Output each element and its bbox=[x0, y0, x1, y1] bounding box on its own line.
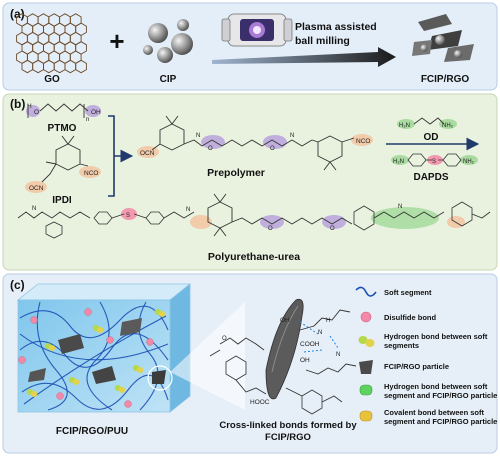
dapds-nh2-group: NH₂ bbox=[463, 159, 475, 165]
prepolymer-ocn-group: OCN bbox=[140, 150, 155, 157]
prepolymer-label: Prepolymer bbox=[207, 167, 265, 179]
rgo-particle-zoom bbox=[265, 298, 304, 400]
prepolymer-n-atom-2: N bbox=[290, 133, 294, 139]
panel-c-tag: (c) bbox=[10, 278, 25, 292]
ipdi-label: IPDI bbox=[52, 195, 72, 206]
od-structure: H₂N NH₂ bbox=[397, 117, 457, 129]
oh-group-1: OH bbox=[280, 317, 290, 324]
cooh-group: COOH bbox=[300, 341, 320, 348]
panel-a: (a) GO + CIP Plasma assisted ball millin… bbox=[2, 2, 498, 91]
ipdi-nco-group: NCO bbox=[84, 170, 98, 177]
puu-n-atom-3: N bbox=[398, 204, 402, 210]
go-label: GO bbox=[44, 74, 60, 85]
reaction-bracket-arrow bbox=[108, 115, 130, 197]
puu-o-atom-1: O bbox=[268, 226, 273, 232]
ptmo-oh-group: OH bbox=[91, 109, 101, 116]
puu-label: Polyurethane-urea bbox=[208, 251, 300, 263]
bond-markers bbox=[18, 308, 166, 408]
carbonyl-iron-powder-icon bbox=[143, 19, 193, 63]
zoom-cone bbox=[170, 302, 245, 410]
soft-hydrogen-bond-icon bbox=[358, 336, 375, 347]
crosslink-caption-line-1: Cross-linked bonds formed by bbox=[219, 420, 357, 431]
legend-particle: FCIP/RGO particle bbox=[384, 362, 449, 371]
hooc-group: HOOC bbox=[250, 399, 270, 406]
fcip-rgo-label: FCIP/RGO bbox=[421, 74, 470, 85]
dapds-h2n-group: H₂N bbox=[393, 159, 404, 165]
legend-particle-covalent-line-2: segment and FCIP/RGO particle bbox=[384, 417, 497, 426]
process-line-2: ball milling bbox=[295, 35, 350, 47]
puu-o-atom-2: O bbox=[330, 226, 335, 232]
legend-particle-covalent-line-1: Covalent bond between soft bbox=[384, 408, 485, 417]
legend-soft-hbond-line-2: segments bbox=[384, 341, 419, 350]
graphene-oxide-sheet-icon bbox=[16, 13, 87, 74]
ptmo-n-subscript: n bbox=[86, 117, 89, 123]
legend-particle-hbond-line-1: Hydrogen bond between soft bbox=[384, 382, 488, 391]
puu-s-atom: S bbox=[126, 213, 130, 219]
process-arrow bbox=[212, 47, 396, 67]
prepolymer-nco-group: NCO bbox=[356, 138, 370, 145]
ptmo-o-atom: O bbox=[34, 109, 39, 116]
prepolymer-o-atom-1: O bbox=[208, 146, 213, 152]
panel-a-tag: (a) bbox=[10, 7, 25, 21]
ipdi-ocn-group: OCN bbox=[29, 185, 44, 192]
od-nh2-group: NH₂ bbox=[442, 123, 454, 129]
prepolymer-n-atom-1: N bbox=[196, 133, 200, 139]
soft-segment-network bbox=[19, 301, 169, 411]
oh-group-2: OH bbox=[300, 357, 310, 364]
disulfide-bond-icon bbox=[360, 311, 372, 323]
dapds-label: DAPDS bbox=[413, 172, 448, 183]
soft-segment-icon bbox=[355, 286, 377, 297]
composite-cube-illustration bbox=[16, 283, 192, 413]
puu-n-atom-1: N bbox=[32, 206, 36, 212]
od-h2n-group: H₂N bbox=[399, 123, 410, 129]
dapds-s-atom: S bbox=[432, 159, 436, 165]
composite-label: FCIP/RGO/PUU bbox=[56, 426, 128, 437]
dapds-structure: H₂N S NH₂ bbox=[391, 153, 478, 167]
legend-disulfide: Disulfide bond bbox=[384, 313, 436, 322]
zoom-h-atom: H bbox=[326, 318, 330, 324]
od-label: OD bbox=[424, 132, 439, 143]
puu-n-atom-2: N bbox=[186, 207, 190, 213]
zoom-o-atom: O bbox=[222, 336, 227, 342]
process-line-1: Plasma assisted bbox=[295, 21, 377, 33]
panel-b-tag: (b) bbox=[10, 97, 25, 111]
zoom-n-atom-2: N bbox=[336, 352, 340, 358]
ptmo-structure: H O n OH bbox=[26, 103, 101, 123]
fcip-rgo-particle-icon bbox=[359, 360, 373, 374]
ipdi-structure: OCN NCO bbox=[25, 135, 101, 193]
cip-label: CIP bbox=[160, 74, 177, 85]
ptmo-h-atom: H bbox=[27, 103, 32, 110]
polyurethane-urea-structure: S N N O O N bbox=[17, 193, 491, 239]
plus-sign: + bbox=[109, 26, 124, 56]
legend-particle-hbond-line-2: segment and FCIP/RGO particle bbox=[384, 391, 497, 400]
crosslink-caption-line-2: FCIP/RGO bbox=[265, 432, 311, 443]
legend-soft-segment: Soft segment bbox=[384, 288, 432, 297]
zoom-n-atom-1: N bbox=[318, 330, 322, 336]
panel-b-background bbox=[2, 93, 498, 271]
fcip-rgo-flakes-icon bbox=[412, 14, 474, 62]
particle-covalent-bond-icon bbox=[359, 410, 373, 422]
panel-b: (b) H O n OH PTMO OCN NCO IPDI bbox=[2, 93, 498, 271]
ball-mill-jar-icon bbox=[221, 13, 293, 47]
panel-c: (c) FCIP/RGO/PUU bbox=[2, 273, 498, 454]
particle-hydrogen-bond-icon bbox=[359, 384, 373, 396]
legend-soft-hbond-line-1: Hydrogen bond between soft bbox=[384, 332, 488, 341]
crosslink-molecular-detail: OH OH COOH HOOC N N H O bbox=[209, 298, 357, 415]
ptmo-label: PTMO bbox=[48, 123, 77, 134]
legend: Soft segment Disulfide bond Hydrogen bon… bbox=[355, 286, 497, 426]
prepolymer-structure: OCN NCO N O O N bbox=[137, 115, 373, 171]
prepolymer-o-atom-2: O bbox=[270, 146, 275, 152]
